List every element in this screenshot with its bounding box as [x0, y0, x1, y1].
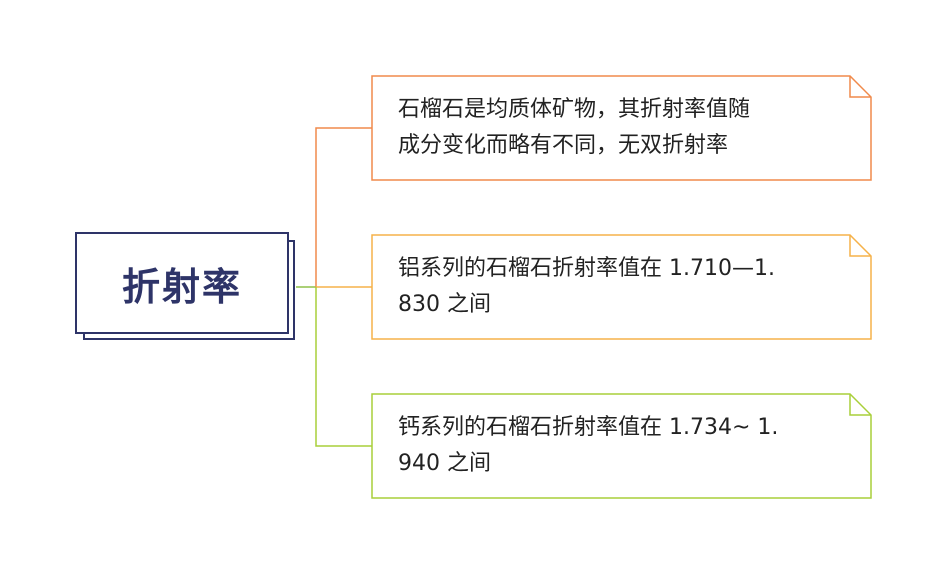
root-label: 折射率 [121, 264, 242, 309]
note-3-line-2: 940 之间 [398, 451, 491, 476]
branch-1-connector [315, 127, 372, 287]
note-1-line-2: 成分变化而略有不同，无双折射率 [398, 133, 729, 158]
note-2-line-2: 830 之间 [398, 292, 491, 317]
note-3-line-1: 钙系列的石榴石折射率值在 1.734~ 1. [398, 415, 779, 440]
root-node[interactable]: 折射率 [75, 232, 289, 334]
note-3: 钙系列的石榴石折射率值在 1.734~ 1. 940 之间 [398, 410, 778, 482]
note-2-line-1: 铝系列的石榴石折射率值在 1.710—1. [398, 256, 775, 281]
note-2: 铝系列的石榴石折射率值在 1.710—1. 830 之间 [398, 251, 775, 323]
branch-3-connector [315, 287, 372, 447]
note-1-line-1: 石榴石是均质体矿物，其折射率值随 [398, 97, 751, 122]
note-1: 石榴石是均质体矿物，其折射率值随 成分变化而略有不同，无双折射率 [398, 92, 750, 164]
